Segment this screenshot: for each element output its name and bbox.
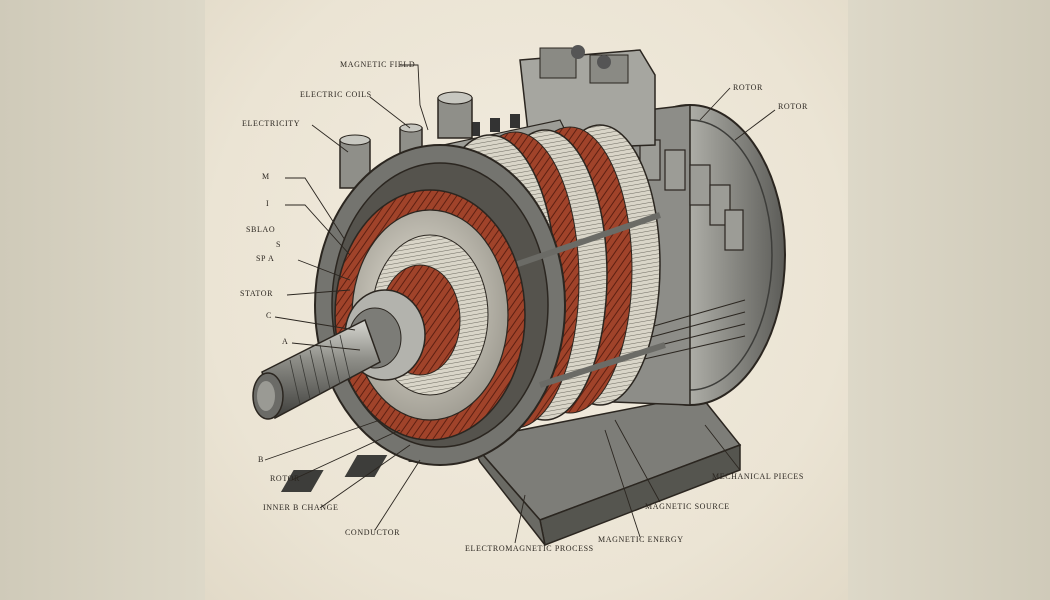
- label-magnetic-source: MAGNETIC SOURCE: [645, 502, 730, 511]
- right-margin: [848, 0, 1050, 600]
- label-mechanical-pieces: MECHANICAL PIECES: [712, 472, 804, 481]
- motor-shaft: [252, 289, 426, 420]
- label-rotor-bottom: ROTOR: [270, 474, 300, 483]
- label-electric-coils: ELECTRIC COILS: [300, 90, 372, 99]
- label-c: C: [266, 311, 272, 320]
- label-m: M: [262, 172, 270, 181]
- label-magnetic-energy: MAGNETIC ENERGY: [598, 535, 684, 544]
- label-inner-b: INNER B CHANGE: [263, 503, 339, 512]
- left-margin: [0, 0, 205, 600]
- label-sbao: SBLAO: [246, 225, 276, 234]
- label-sp-a: SP A: [256, 254, 275, 263]
- label-s: S: [276, 240, 282, 249]
- label-i: I: [266, 199, 270, 208]
- label-conductor: CONDUCTOR: [345, 528, 401, 537]
- label-rotor-top-1: ROTOR: [733, 83, 763, 92]
- label-electromagnetic-process: ELECTROMAGNETIC PROCESS: [465, 544, 594, 553]
- label-rotor-top-2: ROTOR: [778, 102, 808, 111]
- label-a: A: [282, 337, 289, 346]
- label-electricity: ELECTRICITY: [242, 119, 301, 128]
- leader-lines: [264, 64, 776, 544]
- label-stator: STATOR: [240, 289, 274, 298]
- label-b: B: [258, 455, 264, 464]
- label-magnetic-field: MAGNETIC FIELD: [340, 60, 416, 69]
